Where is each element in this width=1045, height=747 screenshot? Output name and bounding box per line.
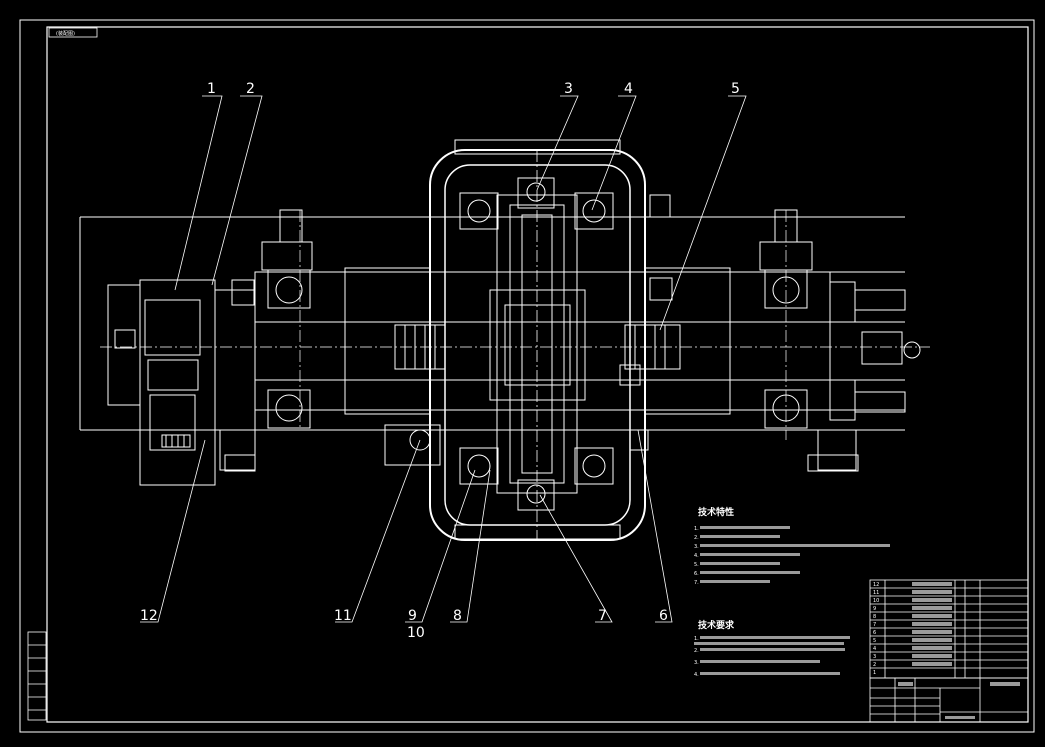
tech-features-text-bars xyxy=(700,526,890,583)
callout-3: 3 xyxy=(564,81,573,97)
tech-requirements-line-1: 1. xyxy=(694,636,699,642)
tech-features-notes: 技术特性 1. 2. 3. 4. 5. 6. 7. xyxy=(694,506,734,586)
tech-features-line-3: 3. xyxy=(694,544,699,550)
parts-row-1: 1 xyxy=(873,670,876,676)
callout-6: 6 xyxy=(659,608,668,624)
parts-row-10: 10 xyxy=(873,598,879,604)
callout-labels: 1 2 3 4 5 6 7 8 9 10 11 12 xyxy=(140,81,740,641)
callout-5: 5 xyxy=(731,81,740,97)
parts-row-4: 4 xyxy=(873,646,876,652)
callout-12: 12 xyxy=(140,608,158,624)
callout-2: 2 xyxy=(246,81,255,97)
callout-1: 1 xyxy=(207,81,216,97)
tech-features-line-1: 1. xyxy=(694,526,699,532)
parts-row-9: 9 xyxy=(873,606,876,612)
parts-row-11: 11 xyxy=(873,590,879,596)
parts-row-6: 6 xyxy=(873,630,876,636)
tech-features-line-6: 6. xyxy=(694,571,699,577)
outer-frame xyxy=(19,19,1035,733)
left-margin-strip xyxy=(27,631,47,721)
parts-row-12: 12 xyxy=(873,582,879,588)
inner-frame xyxy=(46,26,1029,723)
tech-requirements-notes: 技术要求 1. 2. 3. 4. xyxy=(694,619,735,678)
parts-row-3: 3 xyxy=(873,654,876,660)
parts-row-8: 8 xyxy=(873,614,876,620)
callout-11: 11 xyxy=(334,608,352,624)
parts-row-2: 2 xyxy=(873,662,876,668)
tech-features-line-4: 4. xyxy=(694,553,699,559)
parts-row-numbers: 12 11 10 9 8 7 6 5 4 3 2 1 xyxy=(873,582,879,676)
tech-features-line-5: 5. xyxy=(694,562,699,568)
tech-features-line-7: 7. xyxy=(694,580,699,586)
tech-requirements-text-bars xyxy=(694,636,850,675)
callout-4: 4 xyxy=(624,81,633,97)
parts-table xyxy=(869,579,1029,723)
tech-requirements-line-2: 2. xyxy=(694,648,699,654)
parts-row-5: 5 xyxy=(873,638,876,644)
main-assembly xyxy=(79,139,930,541)
tech-features-title: 技术特性 xyxy=(698,506,734,518)
title-tag-box xyxy=(48,27,98,38)
callout-7: 7 xyxy=(598,608,607,624)
callout-10: 10 xyxy=(407,625,425,641)
tech-features-line-2: 2. xyxy=(694,535,699,541)
title-tag: (装配图) xyxy=(56,30,75,37)
parts-row-7: 7 xyxy=(873,622,876,628)
tech-requirements-line-3: 3. xyxy=(694,660,699,666)
tech-requirements-title: 技术要求 xyxy=(698,619,735,631)
callout-9: 9 xyxy=(408,608,417,624)
callout-8: 8 xyxy=(453,608,462,624)
leader-lines xyxy=(140,95,747,623)
tech-requirements-line-4: 4. xyxy=(694,672,699,678)
parts-table-fill-bars xyxy=(898,582,1020,719)
